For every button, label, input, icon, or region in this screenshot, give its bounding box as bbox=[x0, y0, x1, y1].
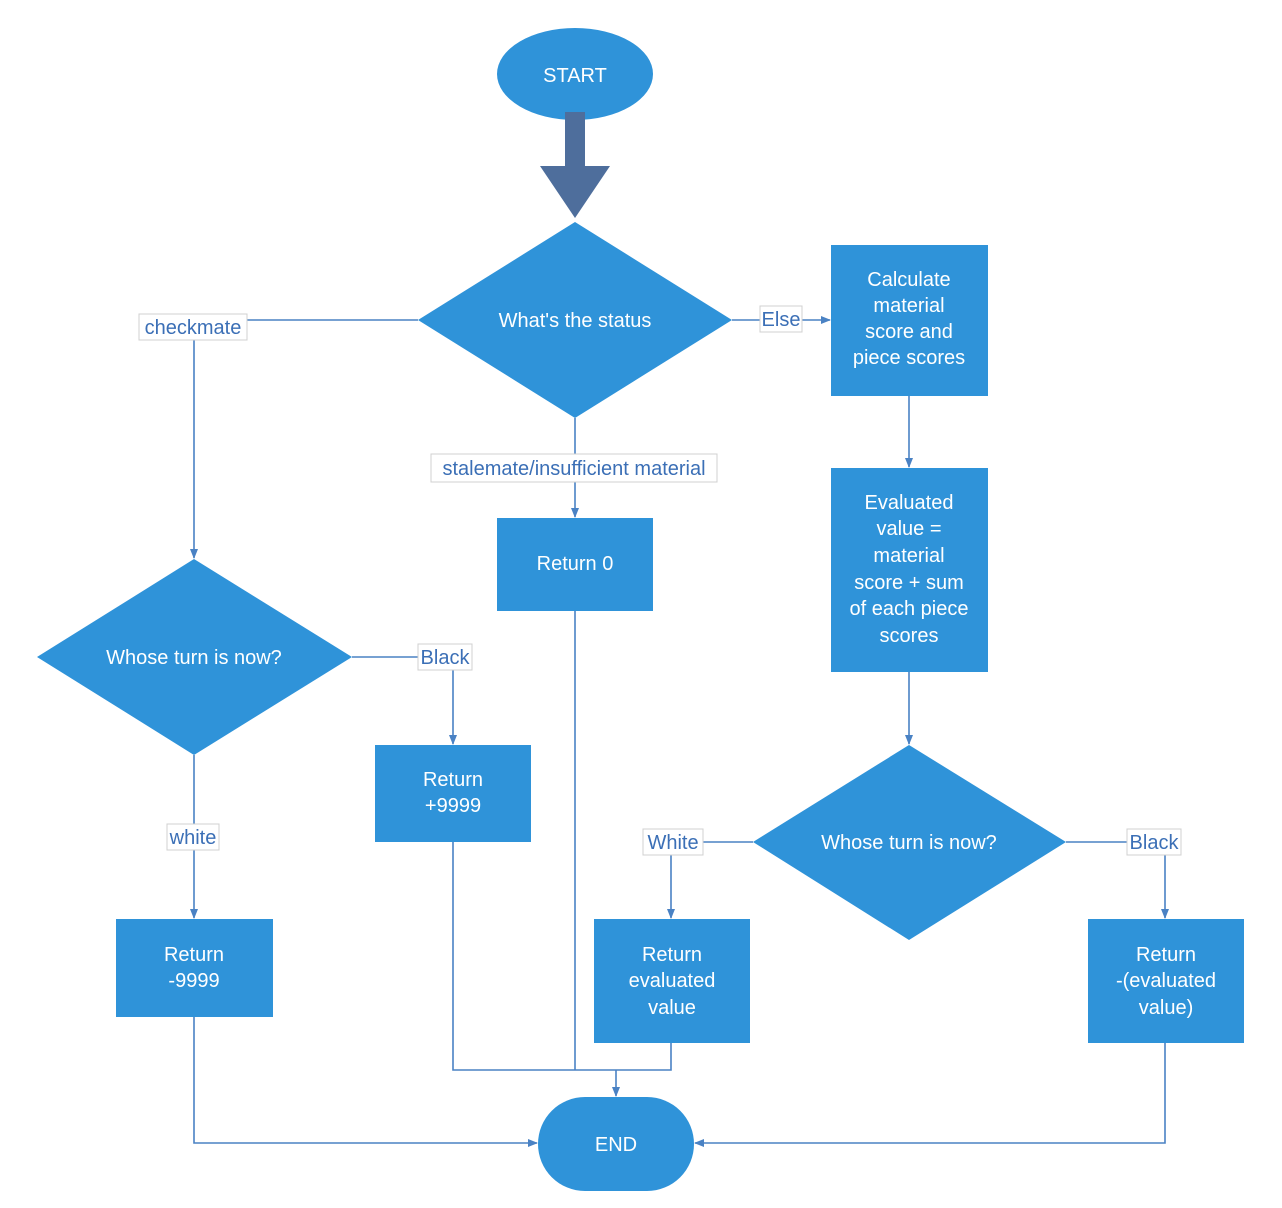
return-evaluated-line-3: value bbox=[648, 997, 696, 1019]
checkmate-label-bg bbox=[138, 313, 248, 341]
start-arrow bbox=[540, 112, 610, 218]
edge-labels: checkmate Else stalemate/insufficient ma… bbox=[138, 305, 1182, 856]
evaluated-value-node: Evaluated value = material score + sum o… bbox=[831, 468, 988, 672]
return-minus-box bbox=[116, 919, 273, 1017]
turn-decision-right-text: Whose turn is now? bbox=[821, 832, 997, 854]
return-plus-line-1: Return bbox=[423, 769, 483, 791]
status-decision-text: What's the status bbox=[499, 310, 652, 332]
label-black-left: Black bbox=[421, 647, 471, 669]
return-negated-line-3: value) bbox=[1139, 997, 1193, 1019]
end-text: END bbox=[595, 1134, 637, 1156]
return-negated-line-2: -(evaluated bbox=[1116, 970, 1216, 992]
evaluated-value-box bbox=[831, 468, 988, 672]
return-evaluated-node: Return evaluated value bbox=[594, 919, 750, 1043]
return-zero-node: Return 0 bbox=[497, 518, 653, 611]
calculate-scores-box bbox=[831, 245, 988, 396]
turn-diamond-right bbox=[753, 745, 1066, 940]
calculate-line-2: material bbox=[873, 295, 944, 317]
return-plus-node: Return +9999 bbox=[375, 745, 531, 842]
end-node: END bbox=[538, 1097, 694, 1191]
evaluated-line-2: value = bbox=[876, 518, 941, 540]
black-right-label-bg bbox=[1126, 828, 1182, 856]
evaluated-line-6: scores bbox=[880, 625, 939, 647]
start-text: START bbox=[543, 65, 607, 87]
calculate-line-4: piece scores bbox=[853, 347, 965, 369]
calculate-line-1: Calculate bbox=[867, 269, 950, 291]
return-evaluated-box bbox=[594, 919, 750, 1043]
edge-evaluated-to-merge bbox=[616, 1043, 672, 1071]
label-white-right: White bbox=[647, 832, 698, 854]
return-plus-line-2: +9999 bbox=[425, 795, 481, 817]
black-left-label-bg bbox=[417, 643, 473, 671]
edge-negated-to-end bbox=[694, 1043, 1166, 1147]
return-minus-line-2: -9999 bbox=[168, 970, 219, 992]
status-decision: What's the status bbox=[418, 222, 732, 418]
connectors bbox=[190, 316, 1169, 1147]
return-negated-line-1: Return bbox=[1136, 944, 1196, 966]
evaluated-line-4: score + sum bbox=[854, 572, 963, 594]
edge-plus-to-merge bbox=[452, 842, 616, 1071]
return-zero-text: Return 0 bbox=[537, 553, 614, 575]
start-node: START bbox=[497, 28, 653, 120]
label-else: Else bbox=[762, 309, 801, 331]
white-left-label-bg bbox=[166, 823, 220, 851]
turn-decision-right: Whose turn is now? bbox=[753, 745, 1066, 940]
return-negated-box bbox=[1088, 919, 1244, 1043]
turn-decision-left: Whose turn is now? bbox=[37, 559, 352, 755]
return-negated-node: Return -(evaluated value) bbox=[1088, 919, 1244, 1043]
turn-decision-left-text: Whose turn is now? bbox=[106, 647, 282, 669]
calculate-scores-node: Calculate material score and piece score… bbox=[831, 245, 988, 396]
evaluated-line-1: Evaluated bbox=[865, 492, 954, 514]
label-stalemate: stalemate/insufficient material bbox=[442, 458, 705, 480]
stalemate-label-bg bbox=[430, 453, 718, 483]
edge-checkmate bbox=[190, 319, 418, 559]
evaluated-line-3: material bbox=[873, 545, 944, 567]
white-right-label-bg bbox=[642, 828, 704, 856]
return-evaluated-line-2: evaluated bbox=[629, 970, 716, 992]
evaluated-line-5: of each piece bbox=[850, 598, 969, 620]
status-diamond bbox=[418, 222, 732, 418]
start-arrow-head bbox=[540, 166, 610, 218]
label-black-right: Black bbox=[1130, 832, 1180, 854]
return-zero-box bbox=[497, 518, 653, 611]
end-terminal bbox=[538, 1097, 694, 1191]
start-ellipse bbox=[497, 28, 653, 120]
edge-minus-to-end bbox=[193, 1017, 538, 1147]
return-minus-line-1: Return bbox=[164, 944, 224, 966]
else-label-bg bbox=[759, 305, 803, 333]
turn-diamond-left bbox=[37, 559, 352, 755]
label-white-left: white bbox=[169, 827, 217, 849]
return-evaluated-line-1: Return bbox=[642, 944, 702, 966]
label-checkmate: checkmate bbox=[145, 317, 242, 339]
return-plus-box bbox=[375, 745, 531, 842]
return-minus-node: Return -9999 bbox=[116, 919, 273, 1017]
calculate-line-3: score and bbox=[865, 321, 953, 343]
start-arrow-shaft bbox=[565, 112, 585, 168]
